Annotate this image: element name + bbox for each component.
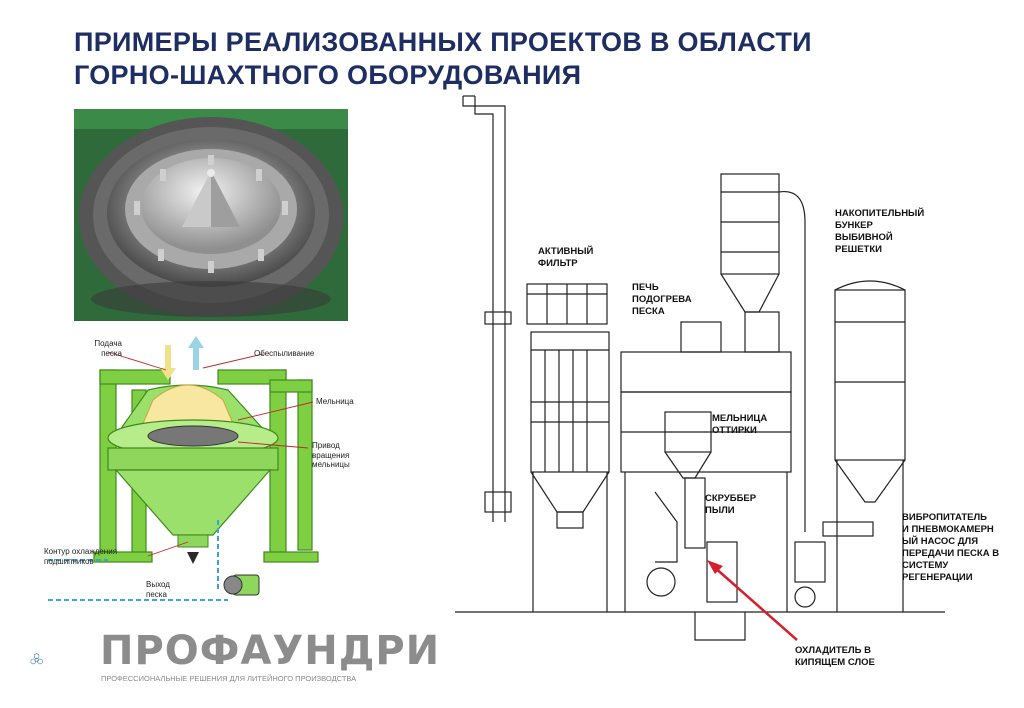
title-line-2: ГОРНО-ШАХТНОГО ОБОРУДОВАНИЯ [74, 60, 582, 90]
label-sand-output: Выход песка [146, 580, 170, 599]
label-active-filter-line1: АКТИВНЫЙ [538, 246, 594, 257]
label-sand-output-line1: Выход [146, 580, 170, 589]
label-vib-line5: СИСТЕМУ [902, 560, 949, 571]
label-bunker-line4: РЕШЕТКИ [835, 244, 882, 255]
label-vibro-feeder: ВИБРОПИТАТЕЛЬ И ПНЕВМОКАМЕРН ЫЙ НАСОС ДЛ… [902, 512, 999, 584]
label-storage-bunker: НАКОПИТЕЛЬНЫЙ БУНКЕР ВЫБИВНОЙ РЕШЕТКИ [835, 208, 924, 256]
label-mill-drive-line1: Привод [312, 441, 340, 450]
label-cooling-line2: подшипников [44, 556, 94, 566]
label-attrition-line1: МЕЛЬНИЦА [712, 413, 768, 424]
label-attrition-mill: МЕЛЬНИЦА ОТТИРКИ [712, 413, 767, 437]
label-furnace-line2: ПОДОГРЕВА [632, 294, 692, 305]
plant-schematic [455, 95, 945, 641]
label-active-filter-line2: ФИЛЬТР [538, 258, 578, 269]
page-title: ПРИМЕРЫ РЕАЛИЗОВАННЫХ ПРОЕКТОВ В ОБЛАСТИ… [74, 26, 974, 92]
label-vib-line4: ПЕРЕДАЧИ ПЕСКА В [902, 548, 1000, 559]
label-bunker-line1: НАКОПИТЕЛЬНЫЙ [835, 208, 925, 219]
mill-photo [74, 109, 348, 321]
label-furnace-line1: ПЕЧЬ [632, 282, 659, 293]
label-vib-line2: И ПНЕВМОКАМЕРН [902, 524, 994, 535]
label-mill-drive-line3: мельницы [312, 460, 350, 469]
mill-schematic [48, 336, 319, 601]
label-mill: Мельница [316, 397, 354, 406]
label-active-filter: АКТИВНЫЙ ФИЛЬТР [538, 246, 593, 270]
label-sand-output-line2: песка [146, 589, 167, 599]
label-cooler-line1: ОХЛАДИТЕЛЬ В [795, 645, 871, 656]
brand-tagline: ПРОФЕССИОНАЛЬНЫЕ РЕШЕНИЯ ДЛЯ ЛИТЕЙНОГО П… [101, 674, 357, 683]
title-line-1: ПРИМЕРЫ РЕАЛИЗОВАННЫХ ПРОЕКТОВ В ОБЛАСТИ [74, 27, 812, 57]
label-cooling-circuit: Контур охлаждения подшипников [44, 547, 117, 566]
brand-name: ПРОФАУНДРИ [100, 628, 441, 674]
label-sand-feed-line2: песка [101, 348, 122, 358]
label-sand-feed: Подача песка [62, 339, 122, 358]
label-cooling-line1: Контур охлаждения [44, 547, 118, 556]
label-scrubber-line1: СКРУББЕР [705, 493, 757, 504]
label-fluid-bed-cooler: ОХЛАДИТЕЛЬ В КИПЯЩЕМ СЛОЕ [795, 645, 875, 669]
label-sand-feed-line1: Подача [94, 339, 122, 348]
label-scrubber-line2: ПЫЛИ [705, 505, 735, 516]
label-dust-scrubber: СКРУББЕР ПЫЛИ [705, 493, 756, 517]
label-bunker-line2: БУНКЕР [835, 220, 873, 231]
label-mill-drive: Привод вращения мельницы [312, 441, 350, 470]
label-bunker-line3: ВЫБИВНОЙ [835, 232, 893, 243]
label-vib-line6: РЕГЕНЕРАЦИИ [902, 572, 973, 583]
label-vib-line3: ЫЙ НАСОС ДЛЯ [902, 536, 979, 547]
label-sand-furnace: ПЕЧЬ ПОДОГРЕВА ПЕСКА [632, 282, 692, 318]
label-furnace-line3: ПЕСКА [632, 306, 665, 317]
label-vib-line1: ВИБРОПИТАТЕЛЬ [902, 512, 987, 523]
label-dedusting: Обеспыливание [254, 349, 315, 358]
label-mill-drive-line2: вращения [312, 450, 350, 460]
label-attrition-line2: ОТТИРКИ [712, 425, 757, 436]
company-logo [30, 653, 43, 665]
label-cooler-line2: КИПЯЩЕМ СЛОЕ [795, 657, 875, 668]
